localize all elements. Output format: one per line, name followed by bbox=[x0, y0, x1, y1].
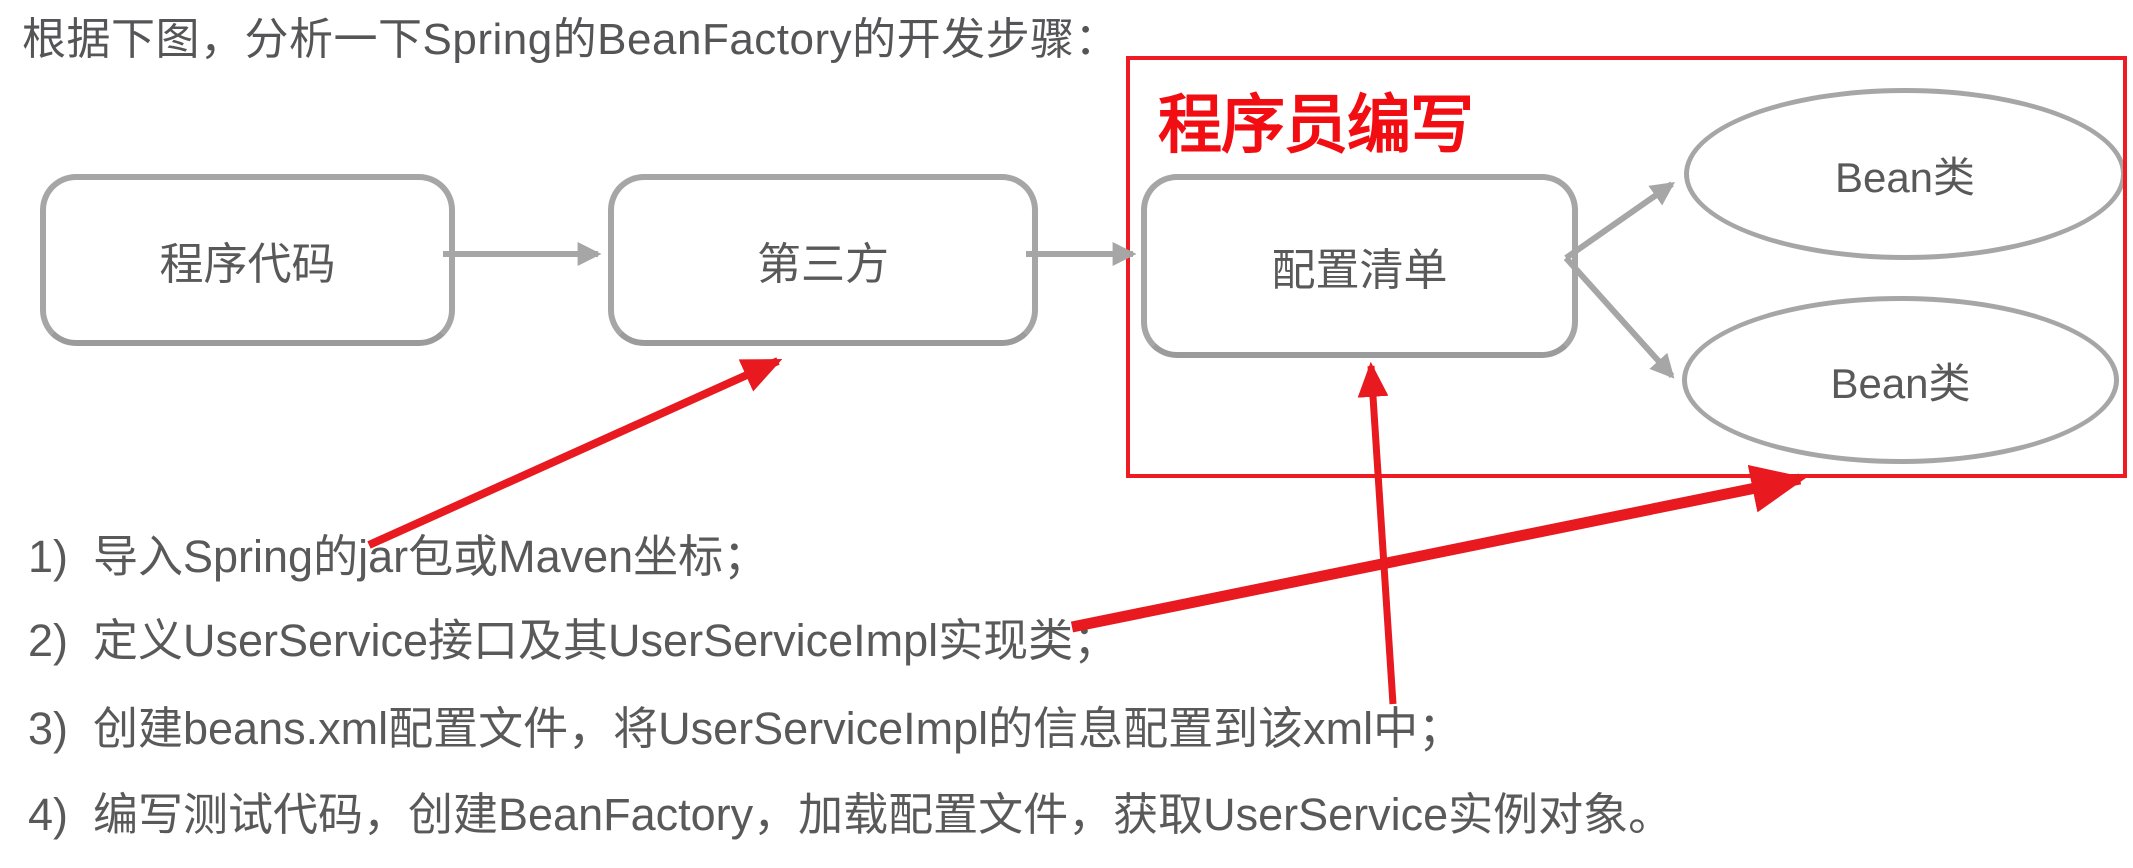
node-third-party-label: 第三方 bbox=[757, 240, 889, 289]
red-arrow-step1-to-thirdparty-icon bbox=[367, 357, 783, 549]
page-title: 根据下图，分析一下Spring的BeanFactory的开发步骤： bbox=[22, 15, 1120, 64]
programmer-region-label: 程序员编写 bbox=[1158, 89, 1474, 161]
step-2-number: 2) bbox=[28, 615, 69, 666]
step-2-text: 定义UserService接口及其UserServiceImpl实现类； bbox=[93, 615, 1119, 666]
step-1-text: 导入Spring的jar包或Maven坐标； bbox=[93, 531, 769, 582]
node-bean-class-top: Bean类 bbox=[1684, 88, 2126, 260]
step-4-text: 编写测试代码，创建BeanFactory，加载配置文件，获取UserServic… bbox=[93, 789, 1674, 840]
step-item-4: 4) 编写测试代码，创建BeanFactory，加载配置文件，获取UserServ… bbox=[28, 787, 1673, 843]
step-1-number: 1) bbox=[28, 531, 69, 582]
node-config-list: 配置清单 bbox=[1141, 174, 1578, 358]
node-bean-class-bottom: Bean类 bbox=[1682, 296, 2119, 464]
step-3-text: 创建beans.xml配置文件，将UserServiceImpl的信息配置到该x… bbox=[93, 703, 1464, 754]
node-program-code: 程序代码 bbox=[40, 174, 455, 346]
red-arrow-step2-to-region-icon bbox=[1070, 464, 1807, 633]
node-third-party: 第三方 bbox=[608, 174, 1038, 346]
step-item-2: 2) 定义UserService接口及其UserServiceImpl实现类； bbox=[28, 613, 1118, 669]
step-4-number: 4) bbox=[28, 789, 69, 840]
node-bean-class-top-label: Bean类 bbox=[1834, 153, 1976, 201]
step-item-1: 1) 导入Spring的jar包或Maven坐标； bbox=[28, 529, 768, 585]
node-config-list-label: 配置清单 bbox=[1271, 246, 1448, 295]
step-item-3: 3) 创建beans.xml配置文件，将UserServiceImpl的信息配置到… bbox=[28, 701, 1463, 757]
node-bean-class-bottom-label: Bean类 bbox=[1830, 359, 1971, 407]
step-3-number: 3) bbox=[28, 703, 69, 754]
node-program-code-label: 程序代码 bbox=[159, 240, 336, 289]
